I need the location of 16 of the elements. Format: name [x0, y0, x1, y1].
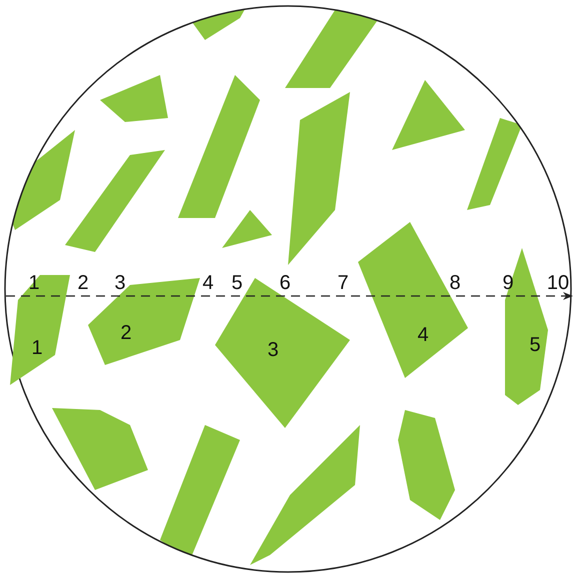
- intercept-number: 6: [279, 273, 291, 293]
- intercept-number: 7: [337, 273, 349, 293]
- grain-shape: [10, 275, 70, 385]
- grain-number: 4: [417, 325, 429, 345]
- grain-shape: [358, 222, 468, 378]
- grain-shape: [505, 248, 548, 405]
- grain-number: 1: [31, 338, 43, 358]
- intercept-number: 8: [449, 273, 461, 293]
- intercept-number: 5: [231, 273, 243, 293]
- intercept-number: 3: [114, 273, 126, 293]
- grain-number: 2: [120, 323, 132, 343]
- intercept-number: 4: [202, 273, 214, 293]
- grain-number: 3: [267, 340, 279, 360]
- intercept-number: 10: [546, 273, 570, 293]
- grain-number: 5: [529, 335, 541, 355]
- intercept-number: 2: [77, 273, 89, 293]
